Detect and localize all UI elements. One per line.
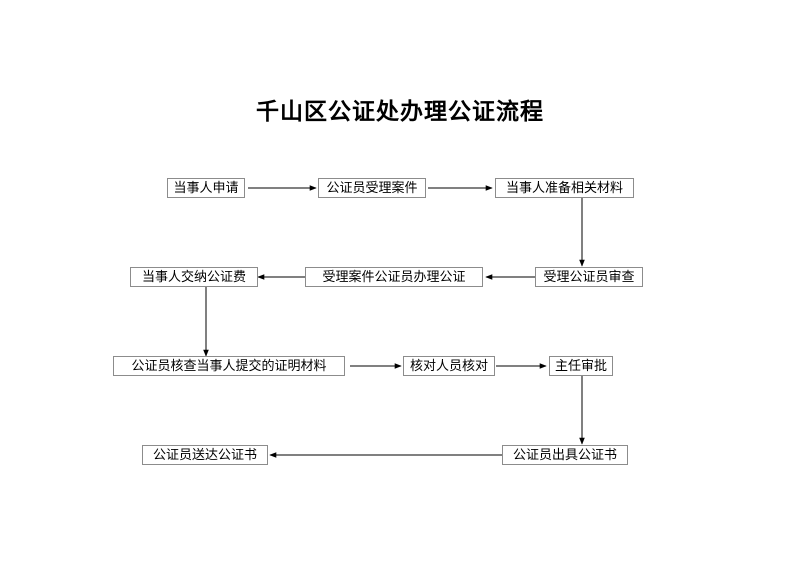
step-notary-review: 受理公证员审查 bbox=[535, 267, 643, 287]
step-pay-fee: 当事人交纳公证费 bbox=[130, 267, 258, 287]
step-verify-materials: 公证员核查当事人提交的证明材料 bbox=[113, 356, 345, 376]
step-issue-certificate: 公证员出具公证书 bbox=[502, 445, 628, 465]
step-checker-verify: 核对人员核对 bbox=[403, 356, 495, 376]
step-deliver-certificate: 公证员送达公证书 bbox=[142, 445, 268, 465]
step-handle-notarization: 受理案件公证员办理公证 bbox=[305, 267, 483, 287]
step-applicant-apply: 当事人申请 bbox=[167, 178, 245, 198]
step-prepare-materials: 当事人准备相关材料 bbox=[495, 178, 634, 198]
page-title: 千山区公证处办理公证流程 bbox=[256, 99, 544, 125]
step-director-approve: 主任审批 bbox=[549, 356, 613, 376]
step-notary-accept-case: 公证员受理案件 bbox=[318, 178, 426, 198]
